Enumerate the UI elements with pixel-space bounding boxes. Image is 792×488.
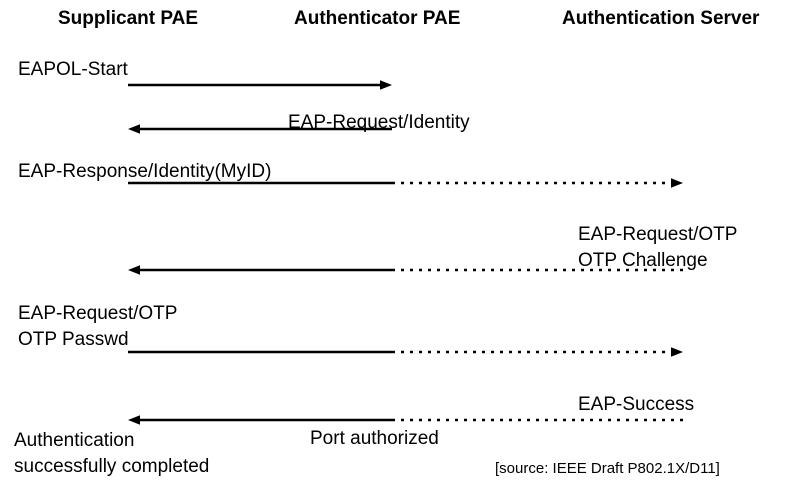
message-label-eap-success: EAP-Success bbox=[578, 394, 695, 415]
arrow-eap-response-otp-passwd bbox=[128, 347, 683, 357]
annotation-authentication-line2: successfully completed bbox=[14, 456, 210, 477]
message-label-eap-response-identity: EAP-Response/Identity(MyID) bbox=[18, 161, 272, 182]
arrow-eapol-start bbox=[128, 80, 392, 90]
annotation-port-authorized: Port authorized bbox=[310, 428, 439, 449]
arrowhead-left-icon bbox=[128, 415, 140, 425]
source-note: [source: IEEE Draft P802.1X/D11] bbox=[495, 460, 720, 477]
message-label-eap-request-identity: EAP-Request/Identity bbox=[288, 112, 470, 133]
message-label-otp-challenge: OTP Challenge bbox=[578, 250, 708, 271]
lane-header-supplicant-pae: Supplicant PAE bbox=[58, 8, 199, 29]
arrow-eap-response-identity bbox=[128, 178, 683, 188]
arrowhead-right-icon bbox=[671, 347, 683, 357]
message-label-eapol-start: EAPOL-Start bbox=[18, 59, 128, 80]
arrowhead-right-icon bbox=[671, 178, 683, 188]
arrow-eap-success bbox=[128, 415, 683, 425]
arrowhead-right-icon bbox=[380, 80, 392, 90]
message-label-eap-request-otp: EAP-Request/OTP bbox=[578, 224, 738, 245]
message-label-eap-request-otp-passwd: EAP-Request/OTP bbox=[18, 303, 178, 324]
arrow-eap-request-identity bbox=[128, 124, 392, 134]
arrowhead-left-icon bbox=[128, 265, 140, 275]
arrowhead-left-icon bbox=[128, 124, 140, 134]
lane-header-authenticator-pae: Authenticator PAE bbox=[294, 8, 461, 29]
annotation-authentication-line1: Authentication bbox=[14, 430, 135, 451]
lane-header-authentication-server: Authentication Server bbox=[562, 8, 760, 29]
arrow-eap-request-otp-challenge bbox=[128, 265, 683, 275]
message-label-otp-passwd: OTP Passwd bbox=[18, 329, 129, 350]
